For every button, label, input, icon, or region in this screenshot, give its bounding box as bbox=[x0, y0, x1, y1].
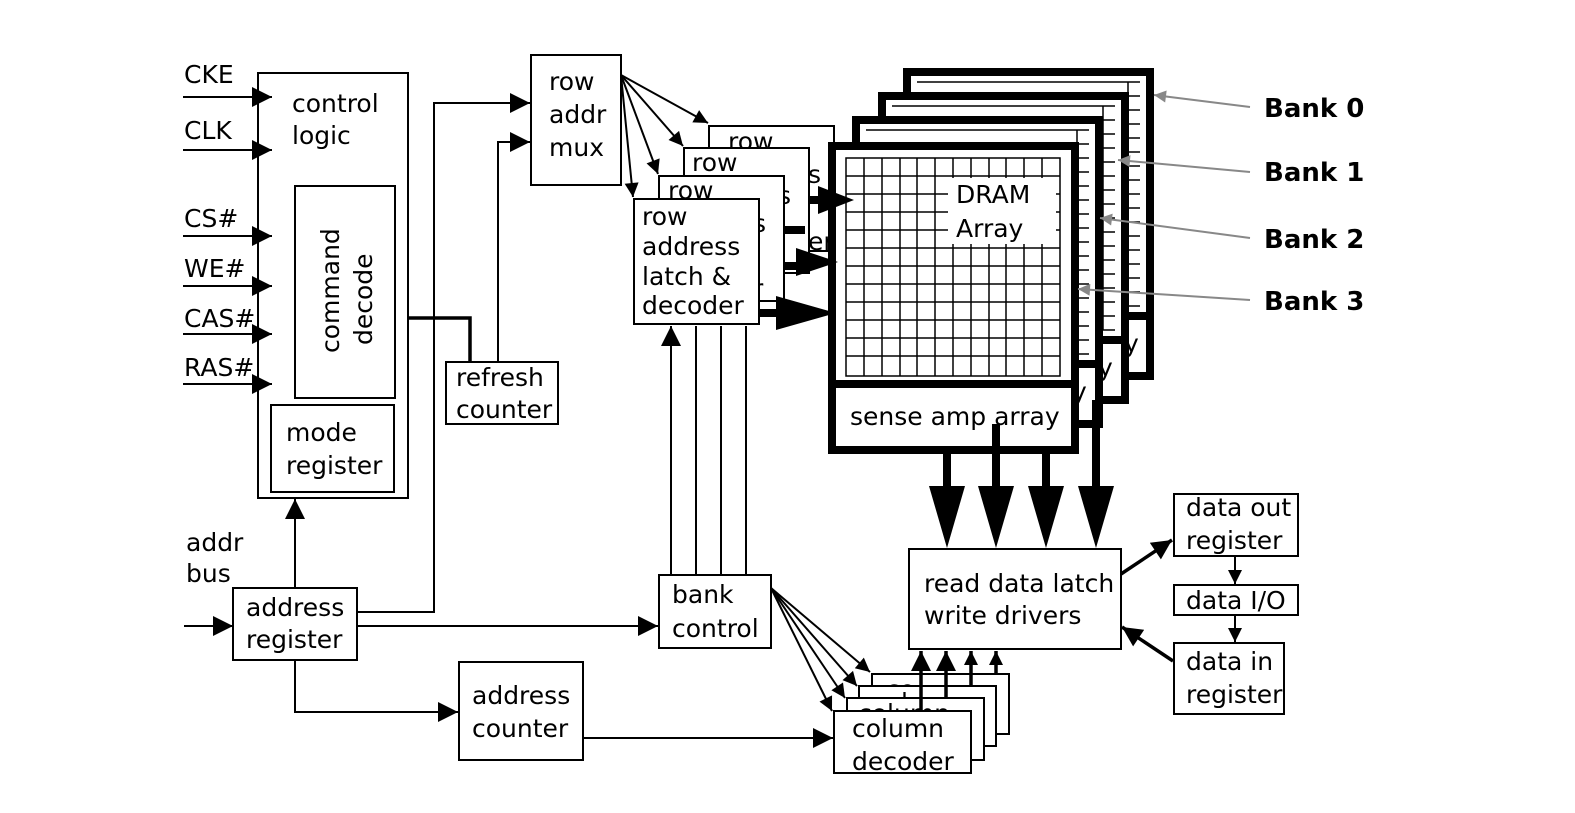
address-counter-block: address counter bbox=[458, 661, 584, 761]
data-in-register-label-2: register bbox=[1186, 680, 1283, 709]
bank-control-label-2: control bbox=[672, 614, 759, 643]
bank-control-label: bank bbox=[672, 580, 734, 609]
bank-control-to-column-arrows bbox=[770, 587, 871, 712]
address-counter-label-2: counter bbox=[472, 714, 569, 743]
control-logic-label: control bbox=[292, 89, 379, 118]
read-write-block: read data latch write drivers bbox=[908, 548, 1122, 650]
column-decoder-stack: co column column column decoder bbox=[833, 673, 1010, 776]
sense-amp-array-label: sense amp array bbox=[850, 402, 1060, 431]
row-address-latch-label: row bbox=[642, 202, 687, 231]
mode-register-block: mode register bbox=[270, 404, 395, 493]
column-to-rw-arrows bbox=[911, 651, 1003, 711]
refresh-to-row-mux-line bbox=[497, 132, 530, 362]
addr-to-address-counter-line bbox=[294, 660, 458, 722]
signal-cs-label: CS# bbox=[184, 204, 238, 233]
mode-register-label: mode bbox=[286, 418, 357, 447]
bank-3-label: Bank 3 bbox=[1264, 287, 1364, 317]
command-decode-label: command bbox=[316, 228, 345, 353]
read-write-label-2: write drivers bbox=[924, 601, 1081, 630]
signal-ras-label: RAS# bbox=[184, 353, 254, 382]
address-register-block: address register bbox=[232, 587, 358, 661]
dram-array-label-2: Array bbox=[956, 214, 1024, 243]
refresh-counter-label-2: counter bbox=[456, 395, 553, 424]
addr-to-row-mux-line bbox=[357, 93, 530, 613]
row-addr-mux-block: row addr mux bbox=[530, 54, 622, 186]
read-write-label: read data latch bbox=[924, 569, 1114, 598]
input-signals: CKE CLK CS# WE# CAS# RAS# addr bus bbox=[183, 60, 272, 636]
data-in-to-rw-arrow bbox=[1121, 625, 1174, 663]
row-address-latch-label-4: decoder bbox=[642, 291, 745, 320]
row-decoder-stack: row s er row s row s r row address latch… bbox=[633, 125, 835, 325]
control-logic-label-2: logic bbox=[292, 121, 351, 150]
address-register-label-2: register bbox=[246, 625, 343, 654]
row-decoder-bank0-partial: s bbox=[808, 160, 821, 189]
column-decoder-label: column bbox=[852, 714, 944, 743]
row-address-latch-label-3: latch & bbox=[642, 262, 731, 291]
data-io-label: data I/O bbox=[1186, 586, 1286, 615]
bank-control-to-row-lines bbox=[661, 326, 747, 575]
addr-bus-label: addr bbox=[186, 528, 244, 557]
bank-1-label: Bank 1 bbox=[1264, 158, 1364, 188]
dram-cell-grid: DRAM Array bbox=[845, 157, 1061, 377]
address-register-label: address bbox=[246, 593, 344, 622]
rw-to-data-out-arrow bbox=[1120, 538, 1173, 576]
row-addr-mux-label-2: addr bbox=[549, 100, 607, 129]
data-io-block: data I/O bbox=[1173, 584, 1299, 616]
refresh-counter-label: refresh bbox=[456, 363, 544, 392]
row-address-latch-label-2: address bbox=[642, 232, 740, 261]
column-decoder-label-2: decoder bbox=[852, 747, 955, 776]
row-decoder-bank1-label: row bbox=[692, 148, 737, 177]
decode-to-refresh-line bbox=[408, 316, 472, 362]
data-out-register-label: data out bbox=[1186, 493, 1291, 522]
command-decode-label-2: decode bbox=[349, 253, 378, 345]
command-decode-block: command decode bbox=[294, 185, 396, 399]
row-addr-mux-label-3: mux bbox=[549, 133, 604, 162]
row-decoder-to-bank-arrows bbox=[759, 186, 854, 330]
signal-clk-label: CLK bbox=[184, 116, 232, 145]
signal-cas-label: CAS# bbox=[184, 304, 255, 333]
address-counter-label: address bbox=[472, 681, 570, 710]
addr-bus-label-2: bus bbox=[186, 559, 231, 588]
row-addr-mux-label: row bbox=[549, 67, 594, 96]
refresh-counter-block: refresh counter bbox=[445, 361, 559, 425]
bank-labels: Bank 0 Bank 1 Bank 2 Bank 3 bbox=[1077, 90, 1364, 317]
data-out-register-label-2: register bbox=[1186, 526, 1283, 555]
bank-control-block: bank control bbox=[658, 574, 772, 649]
data-out-register-block: data out register bbox=[1173, 493, 1299, 557]
sense-to-rw-arrows bbox=[929, 400, 1114, 548]
dram-array-label: DRAM bbox=[956, 180, 1030, 209]
data-in-register-block: data in register bbox=[1173, 642, 1285, 715]
row-mux-fanout-arrows bbox=[620, 74, 709, 198]
data-in-register-label: data in bbox=[1186, 647, 1273, 676]
bank-0-label: Bank 0 bbox=[1264, 94, 1364, 124]
bank-2-label: Bank 2 bbox=[1264, 225, 1364, 255]
signal-cke-label: CKE bbox=[184, 60, 234, 89]
bank-arrays: y y y DRAM Array sense amp array bbox=[828, 68, 1154, 454]
mode-register-label-2: register bbox=[286, 451, 383, 480]
signal-we-label: WE# bbox=[184, 254, 245, 283]
